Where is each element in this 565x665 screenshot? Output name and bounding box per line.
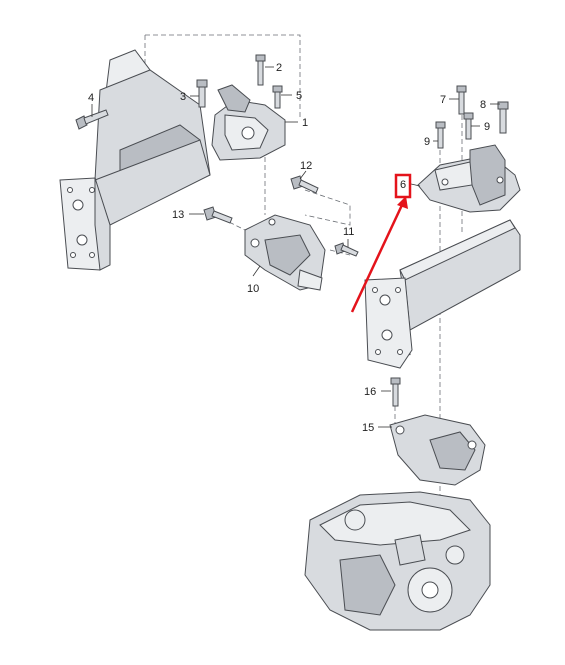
highlight-box [394,173,412,199]
callout-label-15: 15 [362,422,374,434]
callout-label-8: 8 [480,99,486,111]
callout-label-9-left: 9 [424,136,430,148]
bolt-7 [456,85,467,115]
callout-label-12: 12 [300,160,312,172]
bolt-13 [203,206,233,224]
callout-label-5: 5 [296,90,302,102]
callout-label-13: 13 [172,209,184,221]
transmission-mount-part-6 [417,144,521,213]
callout-label-2: 2 [276,62,282,74]
bolt-16 [390,377,401,407]
engine-mount-part-1 [211,84,286,161]
bolt-8 [497,101,509,134]
bolt-9-right [463,112,474,140]
callout-label-3: 3 [180,91,186,103]
callout-label-4: 4 [88,92,94,104]
gearbox-bracket-part-15 [389,414,486,486]
bolt-9-left [435,121,446,149]
bolt-3 [196,79,208,108]
gearbox [304,491,491,631]
highlight-arrowhead [397,196,408,209]
bolt-4 [75,109,109,130]
left-chassis-member [59,49,211,271]
bolt-2 [255,54,266,86]
callout-label-7: 7 [440,94,446,106]
bolts [75,54,509,407]
callout-label-10: 10 [247,283,259,295]
right-chassis-member [364,219,521,369]
callout-labels: 1 2 3 4 5 6 7 8 9 9 10 11 12 13 15 16 [88,62,490,434]
callout-label-9-right: 9 [484,121,490,133]
leader-lines [91,66,500,428]
bolt-12 [290,175,319,194]
highlight-arrow [350,204,404,313]
bracket-part-10 [244,214,326,291]
callout-label-6: 6 [400,179,406,191]
callout-label-16: 16 [364,386,376,398]
callout-label-1: 1 [302,117,308,129]
highlight-annotation [350,173,412,313]
callout-label-11: 11 [343,226,354,238]
bolt-11 [334,242,359,257]
bolt-5 [272,85,283,109]
